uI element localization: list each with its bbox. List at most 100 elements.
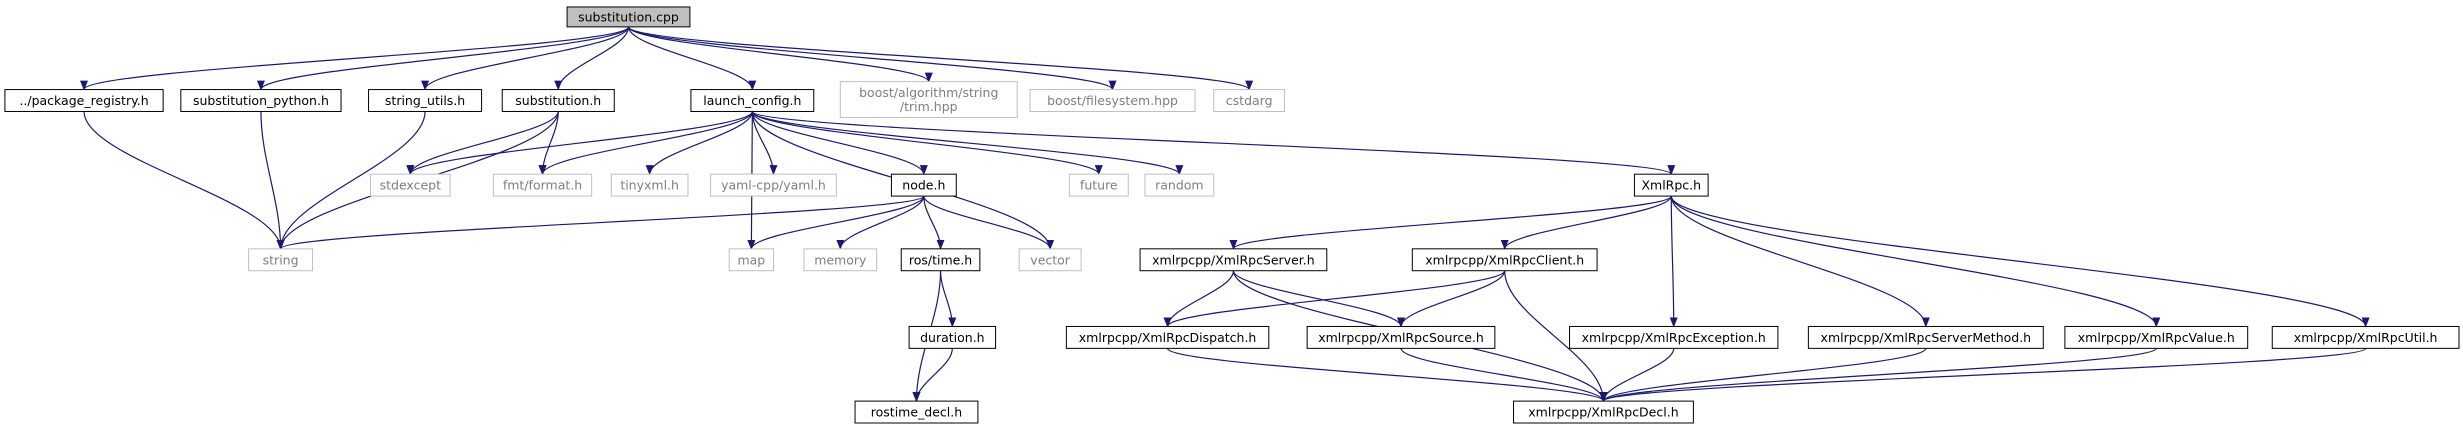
node-duration[interactable]: duration.h (908, 325, 997, 349)
node-xr_servermethod[interactable]: xmlrpcpp/XmlRpcServerMethod.h (1807, 325, 2044, 349)
edge-launch_config-to-future (751, 110, 1103, 176)
node-substitution_python[interactable]: substitution_python.h (180, 89, 342, 112)
node-stdexcept[interactable]: stdexcept (370, 173, 451, 197)
node-box (690, 89, 815, 112)
edges-layer (80, 26, 2370, 403)
node-box (368, 89, 483, 112)
node-node_h[interactable]: node.h (890, 173, 957, 197)
node-ros_time[interactable]: ros/time.h (900, 248, 981, 272)
node-box (2271, 325, 2460, 349)
node-memory[interactable]: memory (803, 248, 878, 272)
node-label: ../package_registry.h (19, 93, 148, 108)
node-xr_decl[interactable]: xmlrpcpp/XmlRpcDecl.h (1513, 400, 1694, 424)
node-label: xmlrpcpp/XmlRpcDispatch.h (1079, 330, 1257, 345)
node-box (1513, 400, 1694, 424)
node-xr_util[interactable]: xmlrpcpp/XmlRpcUtil.h (2271, 325, 2460, 349)
edge-xr_server-to-xr_dispatch (1163, 270, 1235, 328)
edge-substitution_python-to-string (260, 111, 285, 250)
node-label: duration.h (920, 330, 985, 345)
node-boost_trim[interactable]: boost/algorithm/string/trim.hpp (839, 81, 1018, 118)
node-box (180, 89, 342, 112)
node-substitution_h[interactable]: substitution.h (501, 89, 615, 112)
node-box (1807, 325, 2044, 349)
node-box (248, 248, 314, 272)
node-box (1213, 89, 1286, 112)
node-label: future (1080, 178, 1118, 193)
edge-xmlrpc_h-to-xr_server (1229, 195, 1672, 250)
edge-launch_config-to-random (751, 110, 1184, 176)
node-label: substitution.h (515, 93, 601, 108)
edge-string_utils-to-string (276, 111, 426, 250)
node-map[interactable]: map (728, 248, 774, 272)
node-launch_config[interactable]: launch_config.h (690, 89, 815, 112)
edge-xmlrpc_h-to-xr_exception (1669, 196, 1678, 328)
node-label: xmlrpcpp/XmlRpcServer.h (1152, 252, 1315, 267)
edge-xmlrpc_h-to-xr_servermethod (1670, 196, 1930, 328)
node-label: rostime_decl.h (871, 405, 962, 420)
node-cstdarg[interactable]: cstdarg (1213, 89, 1286, 112)
edge-launch_config-to-node_h (751, 111, 928, 176)
node-future[interactable]: future (1068, 173, 1129, 197)
node-label: vector (1030, 252, 1071, 267)
edge-launch_config-to-yaml (751, 111, 778, 176)
node-xr_value[interactable]: xmlrpcpp/XmlRpcValue.h (2064, 325, 2249, 349)
node-label: xmlrpcpp/XmlRpcDecl.h (1528, 405, 1678, 420)
node-xmlrpc_h[interactable]: XmlRpc.h (1633, 173, 1709, 197)
node-label: substitution.cpp (578, 9, 679, 24)
edge-xr_servermethod-to-xr_decl (1599, 347, 1927, 403)
edge-substitution_cpp-to-cstdarg (627, 26, 1253, 91)
node-label: xmlrpcpp/XmlRpcUtil.h (2294, 330, 2438, 345)
edge-substitution_cpp-to-substitution_h (554, 26, 630, 91)
node-label: XmlRpc.h (1641, 178, 1701, 193)
node-box (839, 81, 1018, 118)
node-label: boost/filesystem.hpp (1047, 93, 1178, 108)
node-boost_fs[interactable]: boost/filesystem.hpp (1029, 89, 1196, 112)
node-label: node.h (902, 178, 945, 193)
node-package_registry[interactable]: ../package_registry.h (4, 89, 164, 112)
node-xr_source[interactable]: xmlrpcpp/XmlRpcSource.h (1306, 325, 1496, 349)
edge-launch_config-to-tinyxml (645, 111, 753, 176)
node-xr_server[interactable]: xmlrpcpp/XmlRpcServer.h (1139, 248, 1328, 272)
node-label: xmlrpcpp/XmlRpcException.h (1582, 330, 1766, 345)
node-box (370, 173, 451, 197)
node-box (1018, 248, 1082, 272)
nodes-layer: substitution.cpp ../package_registry.h sub… (4, 6, 2460, 424)
node-box (1569, 325, 1779, 349)
node-box (803, 248, 878, 272)
node-xr_dispatch[interactable]: xmlrpcpp/XmlRpcDispatch.h (1065, 325, 1270, 349)
node-string[interactable]: string (248, 248, 314, 272)
node-box (900, 248, 981, 272)
node-label: fmt/format.h (503, 178, 582, 193)
edge-xr_source-to-xr_decl (1400, 348, 1608, 403)
node-box (1029, 89, 1196, 112)
node-yaml[interactable]: yaml-cpp/yaml.h (710, 173, 837, 197)
node-box (1411, 248, 1598, 272)
node-box (1068, 173, 1129, 197)
node-vector[interactable]: vector (1018, 248, 1082, 272)
edge-substitution_cpp-to-substitution_python (257, 26, 630, 91)
edge-node_h-to-ros_time (923, 196, 945, 250)
node-label: ros/time.h (909, 252, 972, 267)
node-box (710, 173, 837, 197)
node-xr_client[interactable]: xmlrpcpp/XmlRpcClient.h (1411, 248, 1598, 272)
node-tinyxml[interactable]: tinyxml.h (610, 173, 689, 197)
node-string_utils[interactable]: string_utils.h (368, 89, 483, 112)
node-label: random (1155, 178, 1203, 193)
node-xr_exception[interactable]: xmlrpcpp/XmlRpcException.h (1569, 325, 1779, 349)
node-box (1633, 173, 1709, 197)
node-rostime_decl[interactable]: rostime_decl.h (854, 400, 979, 424)
edge-substitution_h-to-stdexcept (406, 111, 559, 176)
edge-xmlrpc_h-to-xr_client (1500, 195, 1672, 250)
node-fmt_format[interactable]: fmt/format.h (492, 173, 593, 197)
node-box (2064, 325, 2249, 349)
node-box (728, 248, 774, 272)
node-random[interactable]: random (1144, 173, 1215, 197)
node-label: boost/algorithm/string/trim.hpp (859, 85, 998, 114)
node-box (890, 173, 957, 197)
edge-launch_config-to-xmlrpc_h (751, 110, 1675, 176)
node-box (492, 173, 593, 197)
node-box (854, 400, 979, 424)
edge-node_h-to-map (747, 195, 925, 250)
node-substitution_cpp[interactable]: substitution.cpp (566, 6, 691, 28)
